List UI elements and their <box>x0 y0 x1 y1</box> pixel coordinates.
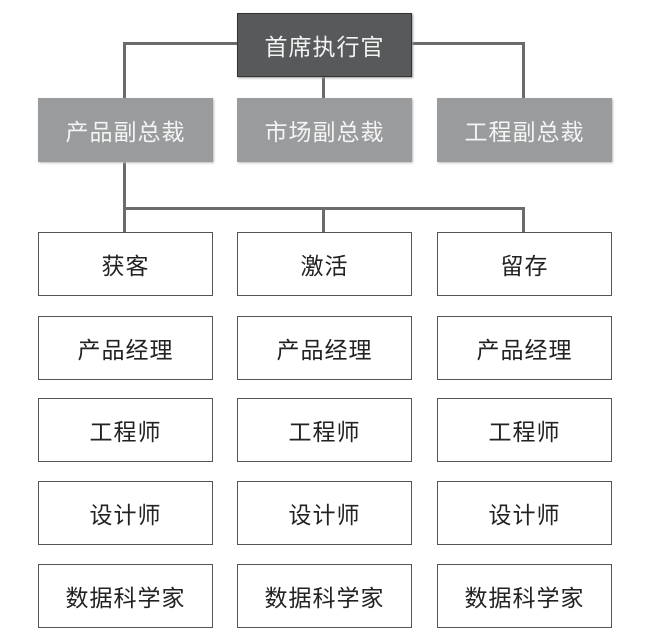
team-header-activation: 激活 <box>237 232 412 296</box>
connector-product-vp-down <box>123 162 126 232</box>
ceo-box: 首席执行官 <box>237 13 412 77</box>
connector-to-engineering-vp <box>522 42 525 98</box>
member-box: 产品经理 <box>437 316 612 380</box>
member-box: 工程师 <box>237 398 412 462</box>
member-box: 工程师 <box>437 398 612 462</box>
vp-engineering-box: 工程副总裁 <box>437 98 612 162</box>
member-box: 设计师 <box>237 481 412 545</box>
team-header-acquisition: 获客 <box>38 232 213 296</box>
member-box: 产品经理 <box>237 316 412 380</box>
connector-to-marketing-vp <box>322 77 325 98</box>
vp-marketing-box: 市场副总裁 <box>237 98 412 162</box>
member-box: 数据科学家 <box>38 564 213 628</box>
member-box: 产品经理 <box>38 316 213 380</box>
connector-team-3 <box>522 207 525 232</box>
member-box: 数据科学家 <box>437 564 612 628</box>
team-header-retention: 留存 <box>437 232 612 296</box>
connector-to-product-vp <box>123 42 126 98</box>
member-box: 设计师 <box>38 481 213 545</box>
member-box: 设计师 <box>437 481 612 545</box>
member-box: 工程师 <box>38 398 213 462</box>
connector-ceo-right <box>411 42 525 45</box>
vp-product-box: 产品副总裁 <box>38 98 213 162</box>
connector-ceo-left <box>124 42 237 45</box>
member-box: 数据科学家 <box>237 564 412 628</box>
connector-team-2 <box>322 207 325 232</box>
